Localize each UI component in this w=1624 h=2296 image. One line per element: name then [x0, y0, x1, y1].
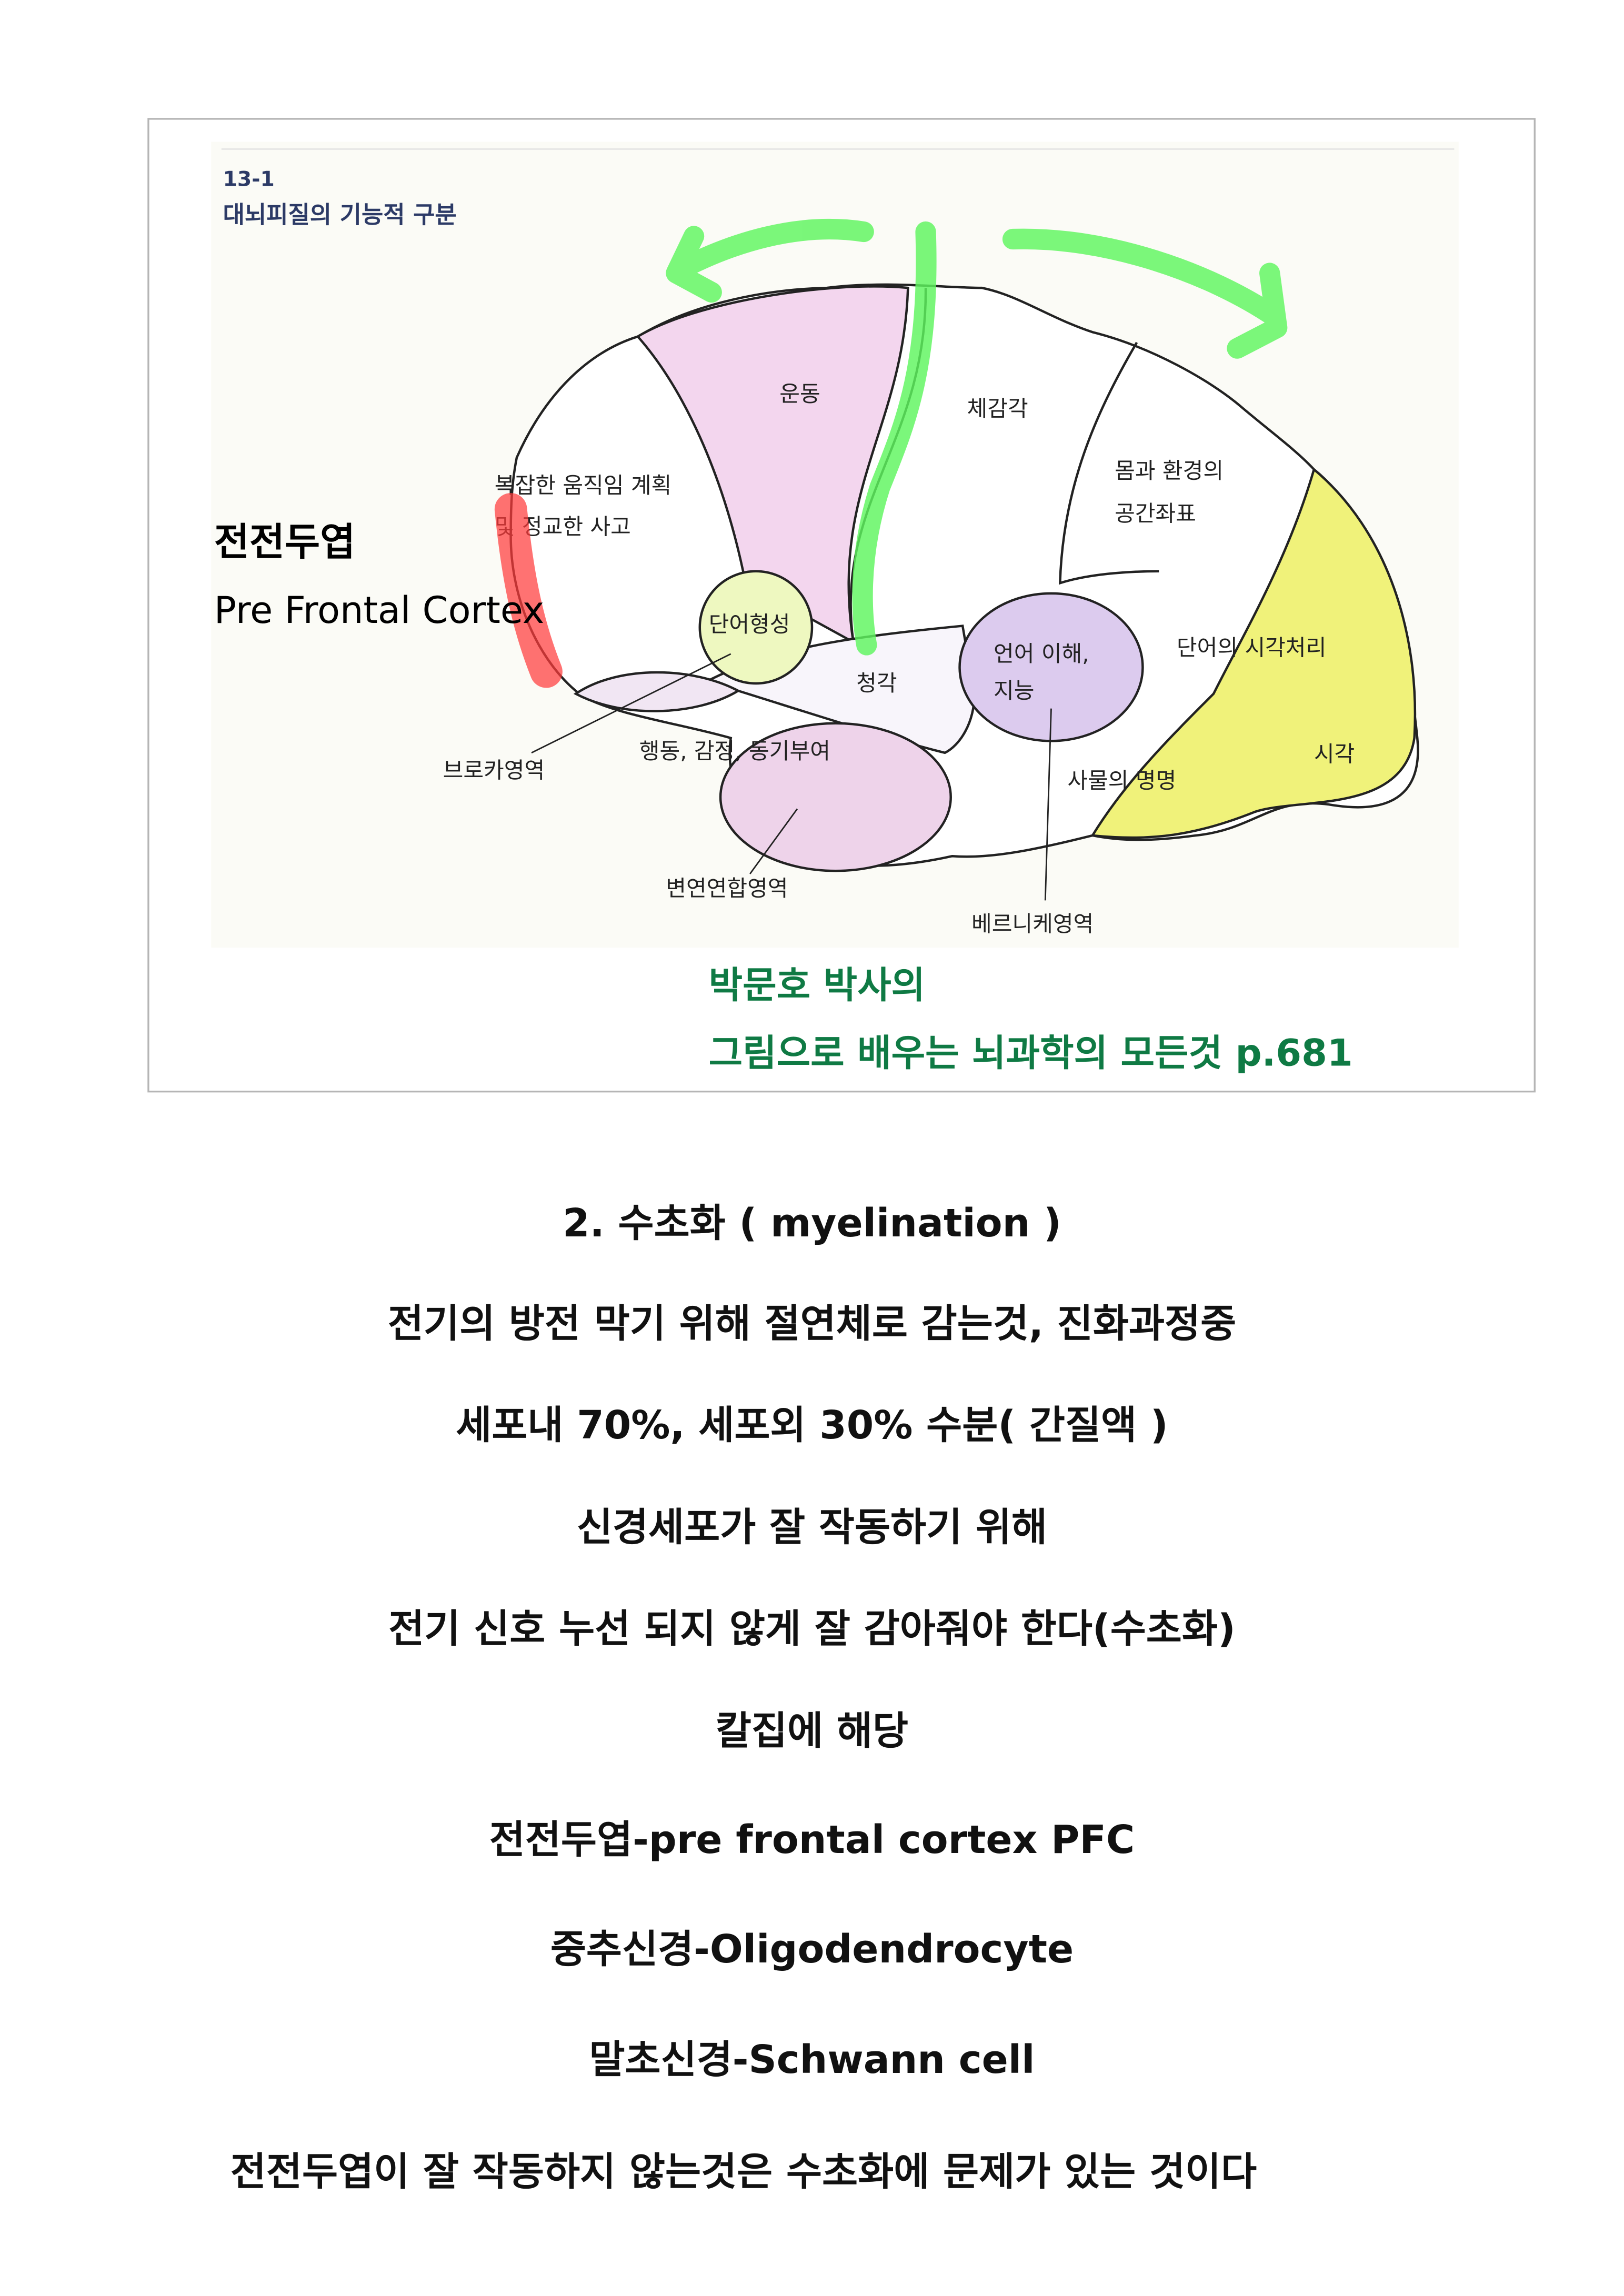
- brain-drawing: [509, 283, 1419, 901]
- motor-region: [636, 285, 909, 645]
- broca-region: [573, 671, 741, 712]
- figure-title: 대뇌피질의 기능적 구분: [223, 201, 457, 229]
- label-vision: 시각: [1314, 741, 1355, 767]
- label-motor: 운동: [779, 381, 820, 407]
- wernicke-leader: [1044, 708, 1052, 901]
- label-limbic: 변연연합영역: [666, 875, 788, 901]
- label-behavior: 행동, 감정, 동기부여: [639, 738, 830, 764]
- language-region: [958, 592, 1144, 742]
- label-hearing: 청각: [856, 670, 897, 696]
- credit-line-2: 그림으로 배우는 뇌과학의 모든것 p.681: [709, 1032, 1353, 1075]
- note-conclusion: 전전두엽이 잘 작동하지 않는것은 수초화에 문제가 있는 것이다: [230, 2149, 1257, 2194]
- label-spatial-1: 몸과 환경의: [1115, 458, 1224, 484]
- credit-line-1: 박문호 박사의: [709, 964, 926, 1007]
- central-line-mark: [852, 221, 937, 656]
- parietal-boundary: [1058, 341, 1159, 585]
- label-planning-1: 복잡한 움직임 계획: [495, 472, 671, 498]
- note-heading: 2. 수초화 ( myelination ): [563, 1201, 1061, 1246]
- note-line: 전기 신호 누선 되지 않게 잘 감아줘야 한다(수초화): [388, 1606, 1236, 1651]
- left-arrow-icon: [666, 219, 874, 303]
- label-broca: 브로카영역: [443, 758, 545, 783]
- vision-region: [1090, 467, 1417, 839]
- label-somatosensory: 체감각: [967, 396, 1028, 421]
- label-spatial-2: 공간좌표: [1115, 500, 1196, 526]
- limbic-region: [719, 722, 952, 872]
- green-arrows: [666, 219, 1288, 656]
- brain-cortex-figure: 13-1 대뇌피질의 기능적 구분 운동 체감각 몸과 환경의 공간좌표 복잡한…: [147, 118, 1536, 1093]
- note-line: 전전두엽-pre frontal cortex PFC: [489, 1817, 1135, 1862]
- note-line: 전기의 방전 막기 위해 절연체로 감는것, 진화과정중: [387, 1301, 1237, 1346]
- label-naming: 사물의 명명: [1067, 768, 1176, 793]
- note-line: 신경세포가 잘 작동하기 위해: [576, 1505, 1048, 1550]
- limbic-leader: [749, 808, 798, 874]
- label-wernicke: 베르니케영역: [971, 911, 1094, 936]
- broca-leader: [531, 653, 731, 754]
- label-word-visual: 단어의 시각처리: [1177, 635, 1326, 661]
- note-line: 말초신경-Schwann cell: [589, 2037, 1035, 2082]
- annotation-prefrontal-en: Pre Frontal Cortex: [214, 589, 544, 632]
- label-language-2: 지능: [994, 678, 1034, 703]
- note-line: 칼집에 해당: [715, 1708, 909, 1754]
- label-word-formation: 단어형성: [709, 611, 790, 637]
- prefrontal-highlight-mark: [494, 493, 563, 688]
- annotation-prefrontal-ko: 전전두엽: [214, 520, 355, 565]
- note-line: 세포내 70%, 세포외 30% 수분( 간질액 ): [456, 1403, 1168, 1448]
- label-language-1: 언어 이해,: [994, 641, 1089, 667]
- figure-number: 13-1: [223, 168, 275, 192]
- right-arrow-icon: [1002, 228, 1288, 359]
- note-line: 중추신경-Oligodendrocyte: [550, 1927, 1074, 1972]
